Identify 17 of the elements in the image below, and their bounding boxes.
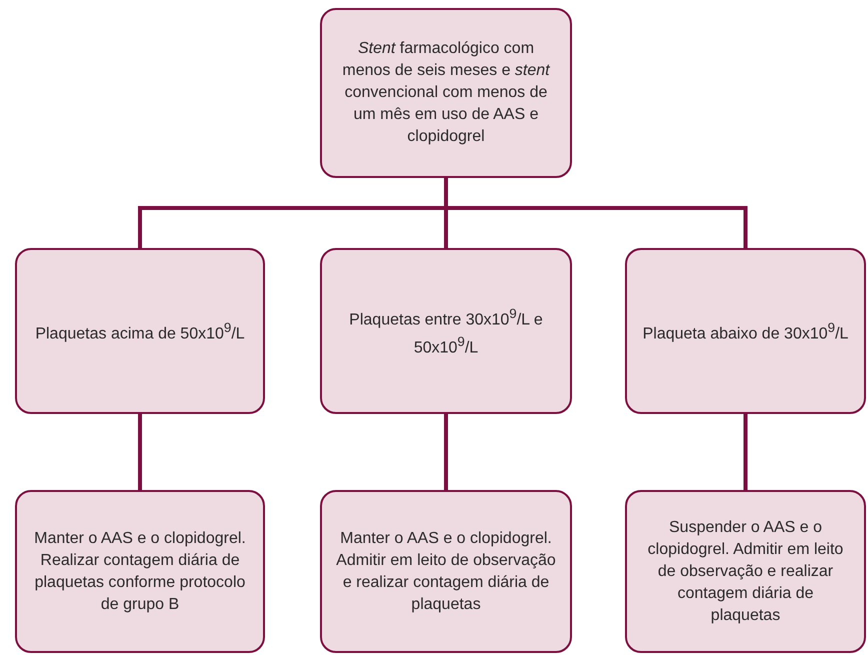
process-box xyxy=(15,490,265,653)
box-text: Stent farmacológico com menos de seis meses e stent convencional com menos de um mês em uso de AAS e clopidogrel xyxy=(341,39,552,147)
connector-line xyxy=(444,414,448,490)
box-text: Plaqueta abaixo de 30x10$^{9}$/L xyxy=(642,318,850,344)
connector-line xyxy=(744,414,748,490)
box-text: Plaquetas acima de 50x10$^{9}$/L xyxy=(34,318,246,344)
connector-line xyxy=(138,414,142,490)
process-box xyxy=(320,248,572,414)
process-box xyxy=(15,248,265,414)
process-box xyxy=(625,248,866,414)
box-text: Suspender o AAS e o clopidogrel. Admitir em leito de observação e realizar contagem diária de plaquetas xyxy=(646,518,844,626)
box-text: Manter o AAS e o clopidogrel. Realizar contagem diária de plaquetas conforme protocolo de grupo B xyxy=(33,528,247,614)
box-text: Plaquetas entre 30x10$^{9}$/L e 50x10$^{9}$/L xyxy=(348,304,544,358)
process-box xyxy=(320,8,572,178)
box-text: Manter o AAS e o clopidogrel. Admitir em leito de observação e realizar contagem diária de plaquetas xyxy=(335,528,557,614)
process-box xyxy=(625,490,866,653)
process-box xyxy=(320,490,572,653)
